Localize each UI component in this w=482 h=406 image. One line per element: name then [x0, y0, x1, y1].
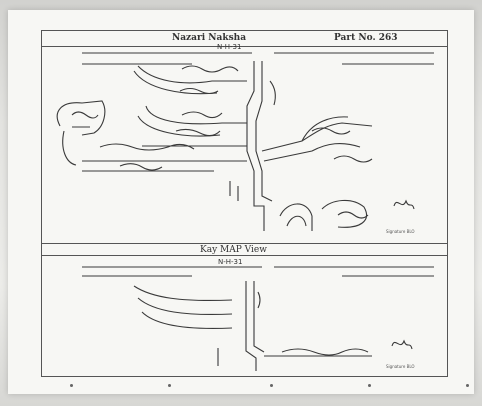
handwritten-scribble — [269, 80, 276, 106]
key-highway-label: N-H-31 — [218, 258, 242, 266]
left-locality — [62, 130, 77, 166]
signature-caption: Signature BLO — [386, 229, 415, 234]
highway-label: N-H-31 — [217, 43, 241, 51]
left-locality — [56, 100, 106, 136]
bottom-locality — [321, 199, 367, 228]
photo-dot — [70, 384, 73, 387]
handwritten-scribble — [311, 127, 351, 135]
key-branch-road — [133, 285, 233, 302]
map-document: Nazari Naksha Part No. 263 N-H-31 — [41, 30, 448, 377]
page-title: Nazari Naksha — [172, 33, 247, 43]
bottom-road — [279, 203, 313, 231]
right-branch — [263, 142, 361, 162]
handwritten-scribble — [257, 291, 261, 309]
handwritten-scribble — [175, 128, 221, 137]
key-signature — [391, 339, 413, 350]
main-road — [246, 61, 265, 231]
key-main-road — [253, 281, 265, 353]
key-map-title: Kay MAP View — [200, 245, 267, 255]
bottom-road — [286, 215, 307, 227]
handwritten-scribble — [71, 111, 99, 119]
key-map-header: Kay MAP View — [42, 243, 447, 256]
photo-dot — [466, 384, 469, 387]
key-branch-road — [137, 297, 233, 315]
handwritten-scribble — [281, 348, 369, 356]
signature — [393, 199, 415, 210]
key-branch-road — [141, 311, 233, 329]
branch-road — [137, 65, 247, 84]
photo-dot — [270, 384, 273, 387]
part-number: Part No. 263 — [334, 33, 398, 43]
handwritten-scribble — [337, 211, 369, 219]
main-road-edge — [255, 61, 273, 202]
handwritten-scribble — [99, 143, 195, 151]
top-map: N-H-31 — [56, 43, 434, 234]
photo-dot — [368, 384, 371, 387]
key-signature-caption: Signature BLO — [386, 364, 415, 369]
handwritten-scribble — [181, 65, 239, 73]
handwritten-scribble — [119, 163, 163, 171]
right-branch — [301, 116, 349, 142]
handwritten-scribble — [333, 155, 373, 163]
key-map: N-H-31 Signature BLO — [82, 258, 434, 371]
branch-road — [137, 115, 221, 137]
key-main-road — [245, 281, 257, 371]
branch-road — [145, 105, 247, 125]
handwritten-scribble — [179, 87, 219, 95]
title-bar: Nazari Naksha Part No. 263 — [42, 31, 447, 47]
handwritten-scribble — [181, 111, 223, 119]
right-branch — [261, 122, 373, 152]
photo-dot — [168, 384, 171, 387]
